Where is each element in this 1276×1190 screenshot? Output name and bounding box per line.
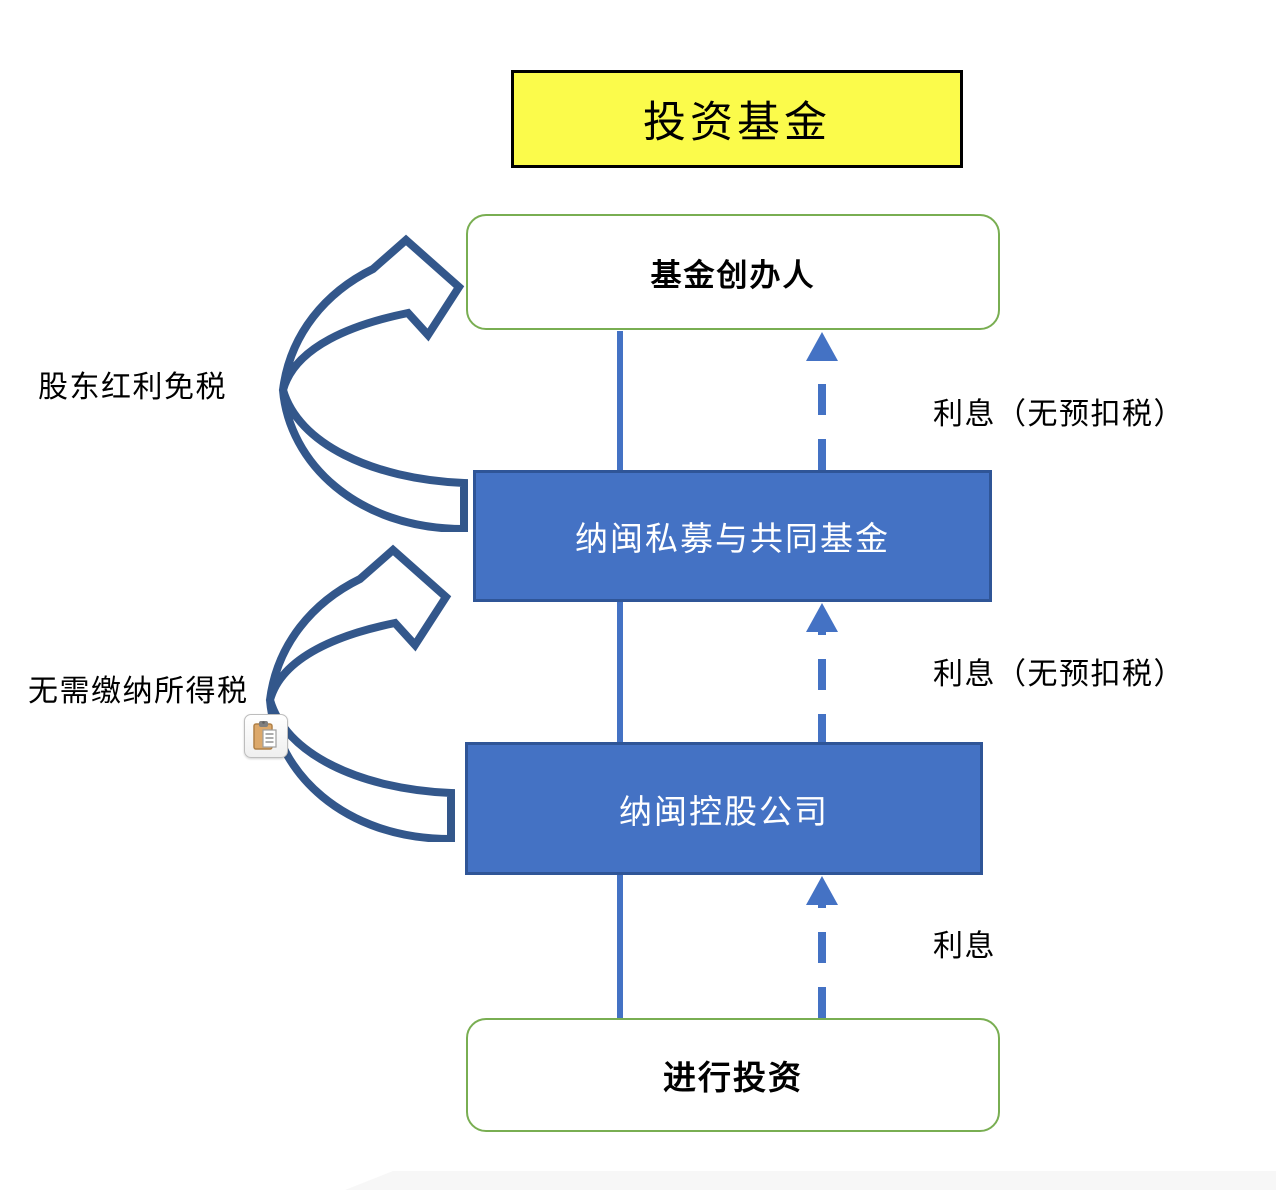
node-labuan-private-mutual-fund: 纳闽私募与共同基金	[473, 470, 992, 602]
dashed-up-arrow-bottom	[800, 875, 844, 1018]
dashed-up-arrow-icon	[806, 876, 838, 1018]
label-interest-no-withholding-top: 利息（无预扣税）	[933, 397, 1185, 432]
label-interest: 利息	[933, 929, 996, 964]
paste-options-button[interactable]	[244, 714, 288, 758]
dashed-up-arrow-middle	[800, 602, 844, 745]
node-fund-founder: 基金创办人	[466, 214, 1000, 330]
node-labuan-private-mutual-fund-label: 纳闽私募与共同基金	[575, 519, 890, 558]
solid-connector-line	[617, 331, 623, 1018]
node-make-investment: 进行投资	[466, 1018, 1000, 1132]
clipboard-paste-icon	[253, 721, 277, 750]
node-investment-fund-label: 投资基金	[643, 98, 831, 148]
node-labuan-holding-company-label: 纳闽控股公司	[619, 791, 829, 831]
label-dividend-tax-free: 股东红利免税	[38, 370, 227, 405]
label-interest-no-withholding-middle: 利息（无预扣税）	[933, 657, 1185, 692]
label-no-income-tax: 无需缴纳所得税	[28, 674, 249, 709]
dashed-up-arrow-top	[800, 331, 844, 470]
footer-stripe	[345, 1171, 1276, 1190]
node-fund-founder-label: 基金创办人	[650, 257, 816, 294]
curved-up-right-arrow-icon-bottom	[265, 544, 455, 842]
curved-up-right-arrow-icon-top	[278, 234, 468, 532]
dashed-up-arrow-icon	[806, 603, 838, 745]
node-investment-fund: 投资基金	[511, 70, 963, 168]
dashed-up-arrow-icon	[806, 332, 838, 470]
node-labuan-holding-company: 纳闽控股公司	[465, 742, 983, 875]
node-make-investment-label: 进行投资	[663, 1058, 803, 1097]
